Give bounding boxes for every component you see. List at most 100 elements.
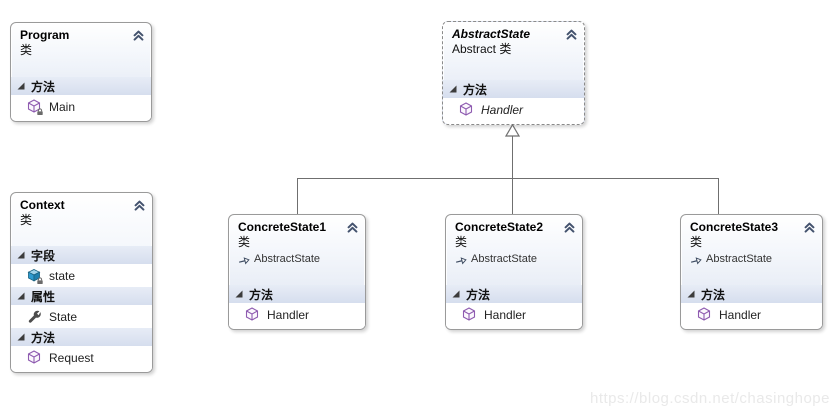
watermark-text: https://blog.csdn.net/chasinghope xyxy=(590,390,830,407)
section-row-methods[interactable]: 方法 xyxy=(11,77,151,95)
class-title: Program xyxy=(20,28,70,42)
base-type-row: AbstractState xyxy=(455,252,573,266)
base-type-row: AbstractState xyxy=(238,252,356,266)
method-icon xyxy=(697,307,712,322)
section-row-methods[interactable]: 方法 xyxy=(681,285,822,303)
section-row-fields[interactable]: 字段 xyxy=(11,246,152,264)
method-private-icon xyxy=(27,99,43,115)
expander-icon xyxy=(17,251,25,259)
class-stereotype: 类 xyxy=(20,213,33,227)
collapse-button[interactable] xyxy=(132,28,145,41)
member-name: Request xyxy=(49,350,94,365)
section-label: 方法 xyxy=(463,82,488,97)
expander-icon xyxy=(452,290,460,298)
lock-icon xyxy=(37,108,43,115)
class-stereotype: 类 xyxy=(238,235,251,249)
collapse-button[interactable] xyxy=(346,220,359,233)
section-label: 方法 xyxy=(31,330,56,345)
expander-icon xyxy=(687,290,695,298)
member-row[interactable]: State xyxy=(11,305,152,328)
member-name: State xyxy=(49,309,78,324)
class-box-concretestate2[interactable]: ConcreteState2 类 AbstractState 方法 Handle… xyxy=(445,214,583,330)
collapse-button[interactable] xyxy=(563,220,576,233)
class-box-concretestate1[interactable]: ConcreteState1 类 AbstractState 方法 Handle… xyxy=(228,214,366,330)
inherits-arrow-icon xyxy=(691,257,702,265)
class-stereotype: 类 xyxy=(455,235,468,249)
chevron-double-up-icon xyxy=(133,30,144,41)
section-row-methods[interactable]: 方法 xyxy=(11,328,152,346)
chevron-double-up-icon xyxy=(347,222,358,233)
section-label: 方法 xyxy=(466,287,491,302)
section-row-methods[interactable]: 方法 xyxy=(229,285,365,303)
expander-icon xyxy=(449,85,457,93)
collapse-button[interactable] xyxy=(803,220,816,233)
class-box-program[interactable]: Program 类 方法 Main xyxy=(10,22,152,122)
member-row[interactable]: Main xyxy=(11,95,151,118)
section-row-properties[interactable]: 属性 xyxy=(11,287,152,305)
member-name: Handler xyxy=(719,307,762,322)
section-label: 方法 xyxy=(249,287,274,302)
member-name: Main xyxy=(49,99,76,114)
method-icon xyxy=(27,350,42,365)
class-header: AbstractState Abstract 类 xyxy=(443,22,584,57)
chevron-double-up-icon xyxy=(134,200,145,211)
section-label: 方法 xyxy=(31,79,56,94)
member-row[interactable]: Handler xyxy=(681,303,822,326)
class-title: ConcreteState1 xyxy=(238,220,327,234)
member-row[interactable]: Handler xyxy=(446,303,582,326)
method-icon xyxy=(459,102,474,117)
member-name: Handler xyxy=(484,307,527,322)
class-header: ConcreteState1 类 AbstractState xyxy=(229,215,365,266)
expander-icon xyxy=(235,290,243,298)
method-icon xyxy=(245,307,260,322)
expander-icon xyxy=(17,333,25,341)
section-row-methods[interactable]: 方法 xyxy=(443,80,584,98)
property-icon xyxy=(27,309,42,324)
inheritance-line-right[interactable] xyxy=(718,178,719,214)
collapse-button[interactable] xyxy=(565,27,578,40)
class-title: Context xyxy=(20,198,65,212)
inherits-arrow-icon xyxy=(456,257,467,265)
member-name: state xyxy=(49,268,76,283)
base-type-row: AbstractState xyxy=(690,252,813,266)
chevron-double-up-icon xyxy=(804,222,815,233)
class-header: ConcreteState3 类 AbstractState xyxy=(681,215,822,266)
member-row[interactable]: Request xyxy=(11,346,152,369)
section-label: 属性 xyxy=(31,289,56,304)
class-title: ConcreteState2 xyxy=(455,220,544,234)
inheritance-line-horizontal[interactable] xyxy=(297,178,719,179)
lock-icon xyxy=(37,277,43,284)
collapse-button[interactable] xyxy=(133,198,146,211)
inheritance-line-left[interactable] xyxy=(297,178,298,214)
class-title: AbstractState xyxy=(452,27,531,41)
member-row[interactable]: state xyxy=(11,264,152,287)
inherits-arrow-icon xyxy=(239,257,250,265)
base-type-name: AbstractState xyxy=(471,253,538,265)
section-label: 字段 xyxy=(31,248,56,263)
member-row[interactable]: Handler xyxy=(443,98,584,121)
inheritance-line-middle[interactable] xyxy=(512,136,513,214)
field-private-icon xyxy=(27,268,43,284)
expander-icon xyxy=(17,292,25,300)
section-label: 方法 xyxy=(701,287,726,302)
class-box-concretestate3[interactable]: ConcreteState3 类 AbstractState 方法 Handle… xyxy=(680,214,823,330)
chevron-double-up-icon xyxy=(564,222,575,233)
section-row-methods[interactable]: 方法 xyxy=(446,285,582,303)
base-type-name: AbstractState xyxy=(706,253,773,265)
member-name: Handler xyxy=(481,102,524,117)
method-icon xyxy=(462,307,477,322)
class-header: Program 类 xyxy=(11,23,151,58)
class-box-abstractstate[interactable]: AbstractState Abstract 类 方法 Handler xyxy=(442,21,585,125)
expander-icon xyxy=(17,82,25,90)
class-header: Context 类 xyxy=(11,193,152,228)
member-name: Handler xyxy=(267,307,310,322)
class-stereotype: Abstract 类 xyxy=(452,42,512,56)
base-type-name: AbstractState xyxy=(254,253,321,265)
chevron-double-up-icon xyxy=(566,29,577,40)
class-box-context[interactable]: Context 类 字段 state 属性 Stat xyxy=(10,192,153,373)
member-row[interactable]: Handler xyxy=(229,303,365,326)
class-stereotype: 类 xyxy=(20,43,33,57)
class-header: ConcreteState2 类 AbstractState xyxy=(446,215,582,266)
class-title: ConcreteState3 xyxy=(690,220,779,234)
class-stereotype: 类 xyxy=(690,235,703,249)
